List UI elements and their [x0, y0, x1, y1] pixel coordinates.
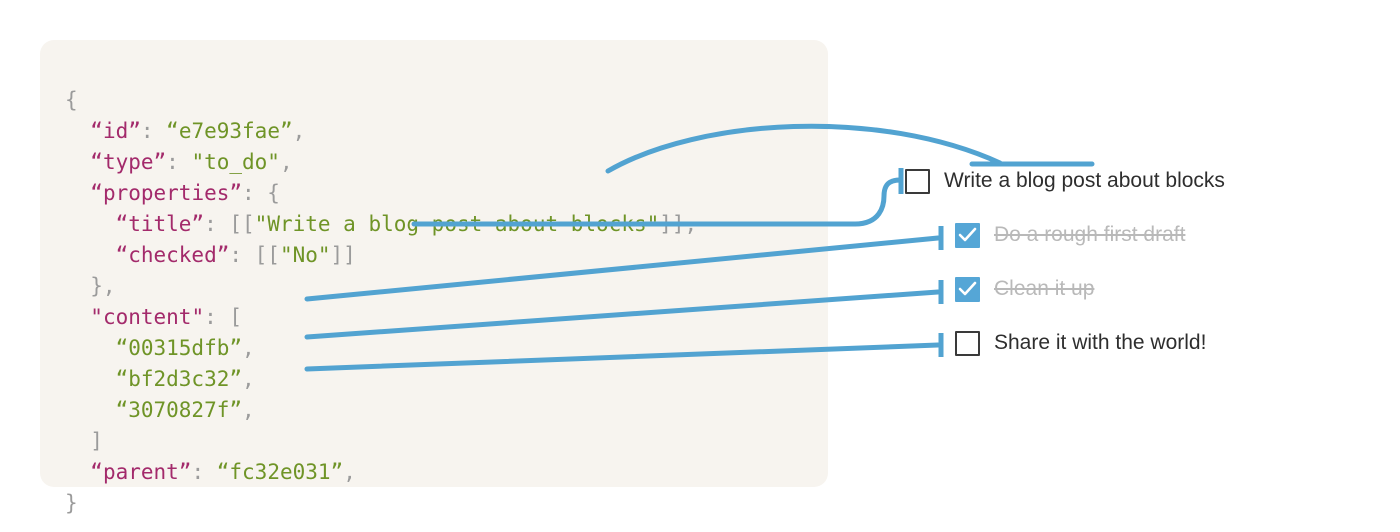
- code-line-6: },: [65, 274, 116, 298]
- connector-checked-curve: [852, 177, 903, 227]
- checkbox-unchecked-icon[interactable]: [905, 168, 930, 194]
- code-line-4: “title”: [["Write a blog post about bloc…: [115, 212, 698, 236]
- todo-label-0: Write a blog post about blocks: [944, 169, 1225, 192]
- todo-item-0[interactable]: Write a blog post about blocks: [905, 166, 1225, 196]
- todo-item-3[interactable]: Share it with the world!: [955, 328, 1206, 358]
- checkbox-unchecked-icon[interactable]: [955, 330, 980, 356]
- todo-label-1: Do a rough first draft: [994, 223, 1186, 246]
- checkbox-checked-icon[interactable]: [955, 276, 980, 302]
- code-line-1: “id”: “e7e93fae”,: [90, 119, 306, 143]
- todo-item-2[interactable]: Clean it up: [955, 274, 1094, 304]
- todo-item-1[interactable]: Do a rough first draft: [955, 220, 1185, 250]
- code-line-11: ]: [65, 429, 103, 453]
- code-line-10: “3070827f”,: [115, 398, 255, 422]
- code-line-0: {: [65, 88, 78, 112]
- code-line-9: “bf2d3c32”,: [115, 367, 255, 391]
- code-line-12: “parent”: “fc32e031”,: [90, 460, 356, 484]
- json-code-panel: { “id”: “e7e93fae”, “type”: "to_do", “pr…: [40, 40, 828, 515]
- code-line-2: “type”: "to_do",: [90, 150, 293, 174]
- code-line-8: “00315dfb”,: [115, 336, 255, 360]
- code-line-5: “checked”: [["No"]]: [115, 243, 356, 267]
- code-line-13: }: [65, 491, 78, 515]
- code-line-3: “properties”: {: [90, 181, 280, 205]
- todo-label-3: Share it with the world!: [994, 331, 1207, 354]
- json-code-block: { “id”: “e7e93fae”, “type”: "to_do", “pr…: [65, 85, 697, 519]
- code-line-7: "content": [: [90, 305, 243, 329]
- todo-label-2: Clean it up: [994, 277, 1095, 300]
- checkbox-checked-icon[interactable]: [955, 222, 980, 248]
